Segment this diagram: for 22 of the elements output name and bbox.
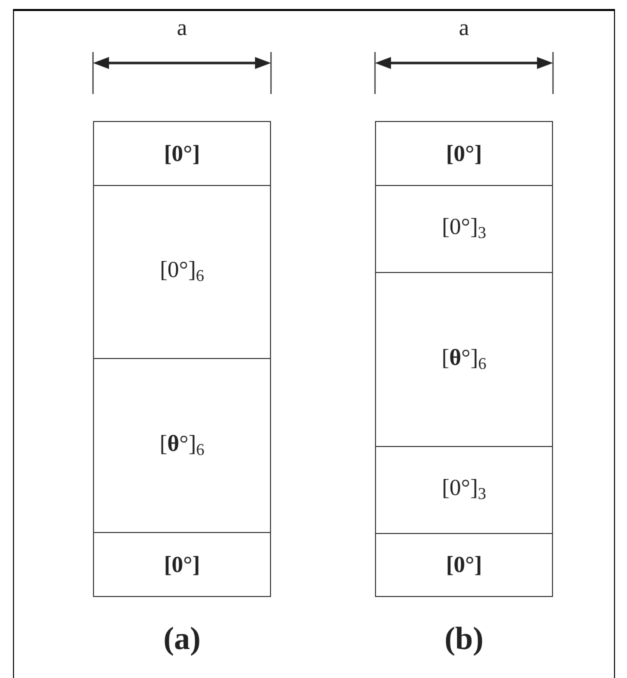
panel-caption: (b) [443, 622, 485, 654]
ply-label: [0°] [164, 552, 200, 578]
ply-label: [0°]$_{3}$ [442, 475, 486, 505]
dimension-label: a [176, 16, 188, 39]
ply-layer [375, 121, 553, 186]
ply-layer [93, 121, 271, 186]
ply-label: [0°]$_{3}$ [442, 214, 486, 244]
ply-layer [375, 272, 553, 447]
ply-layer [93, 185, 271, 359]
ply-layer [375, 533, 553, 597]
ply-layer [375, 185, 553, 273]
ply-layer [375, 446, 553, 534]
ply-layer [93, 358, 271, 533]
ply-label: [0°]$_{6}$ [160, 257, 204, 287]
panel-caption: (a) [162, 622, 202, 654]
ply-label: [θ°]$_{6}$ [160, 430, 204, 460]
ply-layer [93, 532, 271, 597]
ply-label: [0°] [164, 140, 200, 166]
ply-label: [0°] [446, 140, 482, 166]
dimension-label: a [458, 16, 470, 39]
ply-label: [θ°]$_{6}$ [442, 344, 486, 374]
ply-label: [0°] [446, 552, 482, 578]
